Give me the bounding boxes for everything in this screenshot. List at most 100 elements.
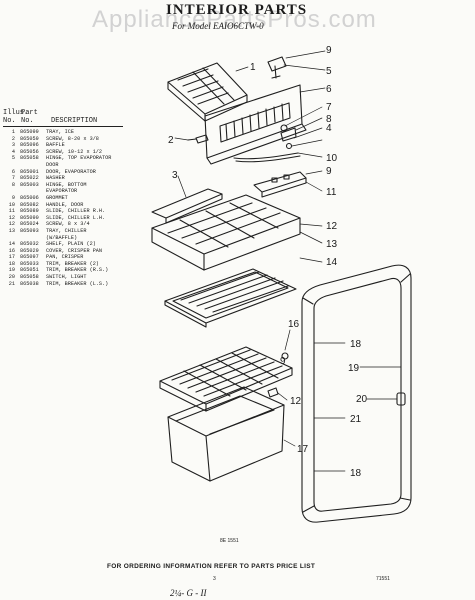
parts-row-illus-no: 5 — [11, 155, 15, 162]
parts-row-illus-no: 2 — [11, 135, 15, 142]
parts-row-description: SCREW, 8-20 x 3/8 — [46, 135, 99, 142]
parts-row-part-no: 865058 — [20, 274, 39, 281]
parts-row-illus-no: 7 — [11, 175, 15, 182]
header-no2: No. — [21, 117, 34, 125]
parts-row-illus-no: 4 — [11, 148, 15, 155]
parts-row-part-no: 865058 — [20, 155, 39, 162]
parts-row-illus-no: 18 — [8, 260, 15, 267]
leader-lines — [174, 50, 402, 472]
parts-row: 4 865056 SCREW, 10-12 x 1/2 — [3, 149, 168, 156]
parts-row-description: WASHER — [46, 175, 65, 182]
breaker-trim-frame — [301, 264, 412, 523]
callout-label: 12 — [290, 396, 302, 407]
top-hinge — [267, 56, 287, 79]
baffle — [151, 188, 223, 224]
parts-row-illus-no: 17 — [8, 254, 15, 261]
parts-row-description: SLIDE, CHILLER L.H. — [46, 214, 106, 221]
callout-label: 12 — [326, 221, 338, 232]
parts-row-illus-no: 14 — [8, 241, 15, 248]
page-code: 71551 — [376, 576, 390, 582]
parts-row-part-no: 865093 — [20, 227, 39, 234]
parts-row-part-no: 865059 — [20, 135, 39, 142]
parts-row-description: DOOR, EVAPORATOR — [46, 168, 96, 175]
plain-shelf — [164, 268, 297, 328]
parts-row-illus-no: 21 — [8, 280, 15, 287]
parts-row-illus-no: 10 — [8, 201, 15, 208]
callout-label: 19 — [348, 363, 360, 374]
callout-label: 11 — [326, 187, 337, 198]
parts-row-part-no: 865096 — [20, 142, 39, 149]
parts-row-part-no: 865006 — [20, 194, 39, 201]
parts-row-description: SWITCH, LIGHT — [46, 274, 87, 281]
callout-label: 2 — [168, 135, 174, 146]
screw-2 — [187, 134, 209, 144]
chiller-slide — [253, 171, 307, 198]
parts-row-description: SCREW, 10-12 x 1/2 — [46, 148, 103, 155]
parts-row-description: BAFFLE — [46, 142, 65, 149]
parts-row-description: HANDLE, DOOR — [46, 201, 84, 208]
callout-label: 3 — [172, 170, 178, 181]
callout-label: 9 — [326, 166, 332, 177]
parts-row-part-no: 865022 — [20, 175, 39, 182]
parts-row-illus-no: 8 — [11, 181, 15, 188]
parts-row-description: SHELF, PLAIN (2) — [46, 241, 96, 248]
parts-row-illus-no: 11 — [8, 208, 15, 215]
parts-list-header-row2: No.No.DESCRIPTION — [3, 117, 168, 125]
watermark: AppliancePartsPros.com — [92, 6, 377, 33]
callout-label: 9 — [280, 356, 286, 367]
callout-label: 4 — [326, 123, 332, 134]
parts-row-illus-no: 16 — [8, 247, 15, 254]
ordering-info-footer: FOR ORDERING INFORMATION REFER TO PARTS … — [107, 563, 316, 570]
callout-label: 9 — [326, 45, 332, 56]
parts-row-description: EVAPORATOR — [46, 188, 78, 195]
parts-row-description: HINGE, TOP EVAPORATOR — [46, 155, 112, 162]
drawing-number: 8E 1551 — [220, 538, 239, 544]
callout-label: 14 — [326, 257, 338, 268]
header-description: DESCRIPTION — [51, 117, 98, 125]
callout-label: 18 — [350, 339, 362, 350]
grommet — [281, 352, 289, 360]
parts-row-description: COVER, CRISPER PAN — [46, 247, 103, 254]
screw-12 — [267, 387, 279, 398]
callout-label: 20 — [356, 394, 368, 405]
parts-row-description: SLIDE, CHILLER R.H. — [46, 208, 106, 215]
parts-row-illus-no: 13 — [8, 227, 15, 234]
callout-label: 21 — [350, 414, 362, 425]
parts-row-description: SCREW, 8 x 3/4 — [46, 221, 90, 228]
parts-row-illus-no: 12 — [8, 214, 15, 221]
parts-row-description: TRIM, BREAKER (2) — [46, 260, 99, 267]
page-number: 3 — [213, 576, 216, 582]
parts-row-description: DOOR — [46, 161, 59, 168]
parts-row: (W/BAFFLE) — [3, 235, 168, 242]
parts-row-illus-no: 20 — [8, 274, 15, 281]
parts-row-part-no: 865051 — [20, 267, 39, 274]
parts-row-description: GROMMET — [46, 194, 68, 201]
parts-row-part-no: 865056 — [20, 148, 39, 155]
parts-row: 2 865059 SCREW, 8-20 x 3/8 — [3, 136, 168, 143]
parts-row-part-no: 865099 — [20, 129, 39, 135]
parts-row: 20 865058 SWITCH, LIGHT — [3, 274, 168, 281]
parts-row-illus-no: 6 — [11, 168, 15, 175]
crisper-cover — [159, 346, 293, 412]
parts-list-header-row1: Illus.Part — [3, 109, 168, 117]
callout-label: 17 — [297, 444, 309, 455]
parts-row-illus-no: 1 — [11, 129, 15, 135]
callout-label: 8 — [326, 114, 332, 125]
parts-row-part-no: 865024 — [20, 221, 39, 228]
crisper-pan — [167, 386, 285, 482]
handwritten-note: 2¼- G - II — [170, 588, 207, 598]
parts-row-description: HINGE, BOTTOM — [46, 181, 87, 188]
